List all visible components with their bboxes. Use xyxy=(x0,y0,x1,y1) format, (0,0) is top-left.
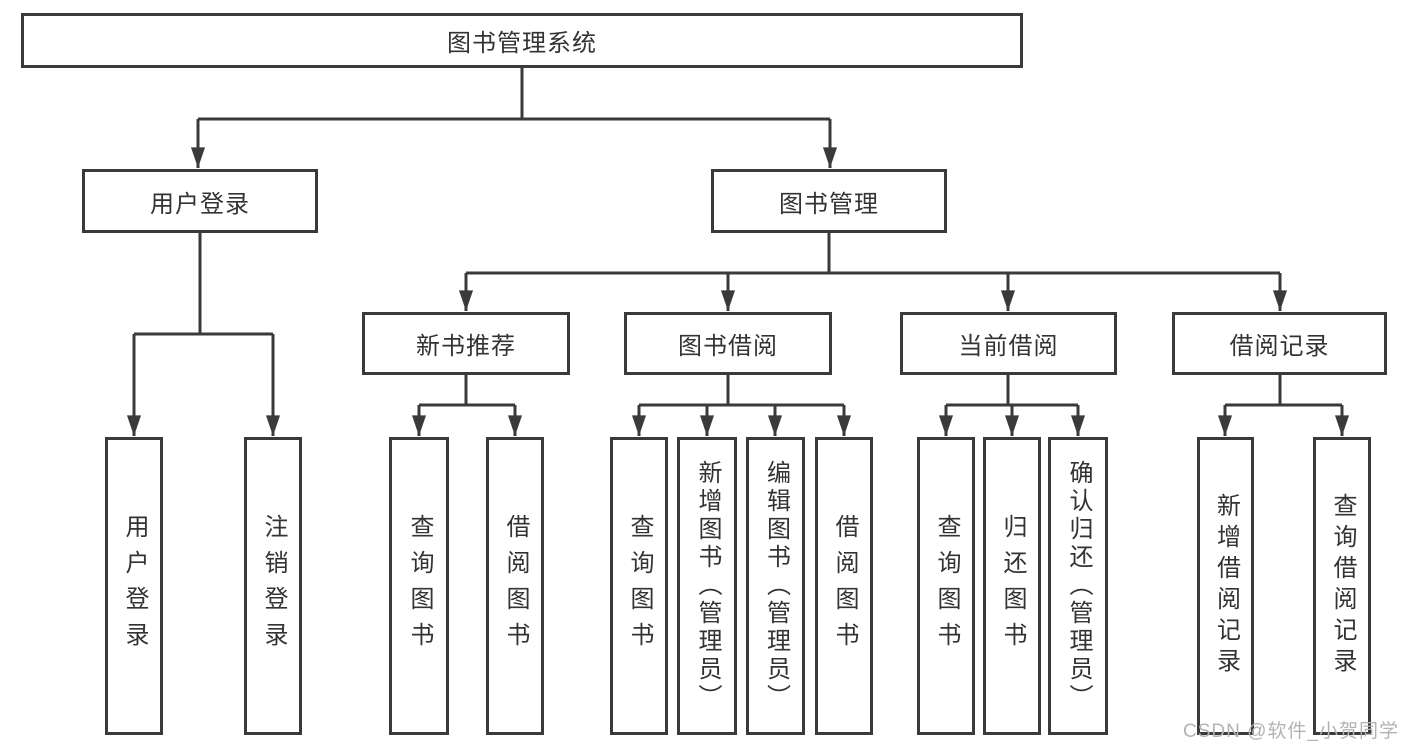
leaf-confirm-return-admin: 确认归还（管理员） xyxy=(1048,437,1108,735)
leaf-label: 借阅图书 xyxy=(502,514,529,658)
node-user-login: 用户登录 xyxy=(82,169,318,233)
leaf-label: 查询图书 xyxy=(626,514,653,658)
leaf-label: 查询图书 xyxy=(406,514,433,658)
leaf-query-book-3: 查询图书 xyxy=(917,437,975,735)
leaf-label: 查询借阅记录 xyxy=(1329,493,1356,679)
leaf-return-book: 归还图书 xyxy=(983,437,1041,735)
node-new-book-recommend: 新书推荐 xyxy=(362,312,570,375)
node-current-borrow: 当前借阅 xyxy=(900,312,1117,375)
node-library-system: 图书管理系统 xyxy=(21,13,1023,68)
node-label: 图书管理系统 xyxy=(447,30,597,57)
leaf-label: 新增借阅记录 xyxy=(1212,493,1240,679)
branch-lines xyxy=(134,66,1342,407)
leaf-edit-book-admin: 编辑图书（管理员） xyxy=(746,437,805,735)
leaf-label: 确认归还（管理员） xyxy=(1065,460,1092,712)
leaf-query-book-1: 查询图书 xyxy=(389,437,449,735)
leaf-label: 用户登录 xyxy=(121,514,148,658)
node-book-borrow: 图书借阅 xyxy=(624,312,832,375)
leaf-query-borrow-record: 查询借阅记录 xyxy=(1313,437,1371,735)
leaf-user-login: 用户登录 xyxy=(105,437,163,735)
leaf-label: 借阅图书 xyxy=(831,514,858,658)
leaf-label: 查询图书 xyxy=(933,514,960,658)
watermark: CSDN @软件_小贺同学 xyxy=(1183,721,1399,742)
node-borrow-records: 借阅记录 xyxy=(1172,312,1387,375)
leaf-query-book-2: 查询图书 xyxy=(610,437,668,735)
node-label: 当前借阅 xyxy=(958,333,1059,360)
node-label: 图书借阅 xyxy=(678,333,778,360)
leaf-borrow-book-2: 借阅图书 xyxy=(815,437,873,735)
leaf-logout: 注销登录 xyxy=(244,437,302,735)
node-label: 图书管理 xyxy=(779,190,879,218)
leaf-label: 归还图书 xyxy=(999,514,1026,658)
leaf-add-borrow-record: 新增借阅记录 xyxy=(1197,437,1254,735)
node-label: 用户登录 xyxy=(150,190,250,218)
node-label: 借阅记录 xyxy=(1229,333,1330,360)
leaf-label: 新增图书（管理员） xyxy=(694,460,721,712)
leaf-add-book-admin: 新增图书（管理员） xyxy=(677,437,737,735)
node-book-management: 图书管理 xyxy=(711,169,947,233)
leaf-label: 编辑图书（管理员） xyxy=(762,460,790,712)
leaf-label: 注销登录 xyxy=(260,514,287,658)
leaf-borrow-book-1: 借阅图书 xyxy=(486,437,544,735)
node-label: 新书推荐 xyxy=(416,333,516,360)
